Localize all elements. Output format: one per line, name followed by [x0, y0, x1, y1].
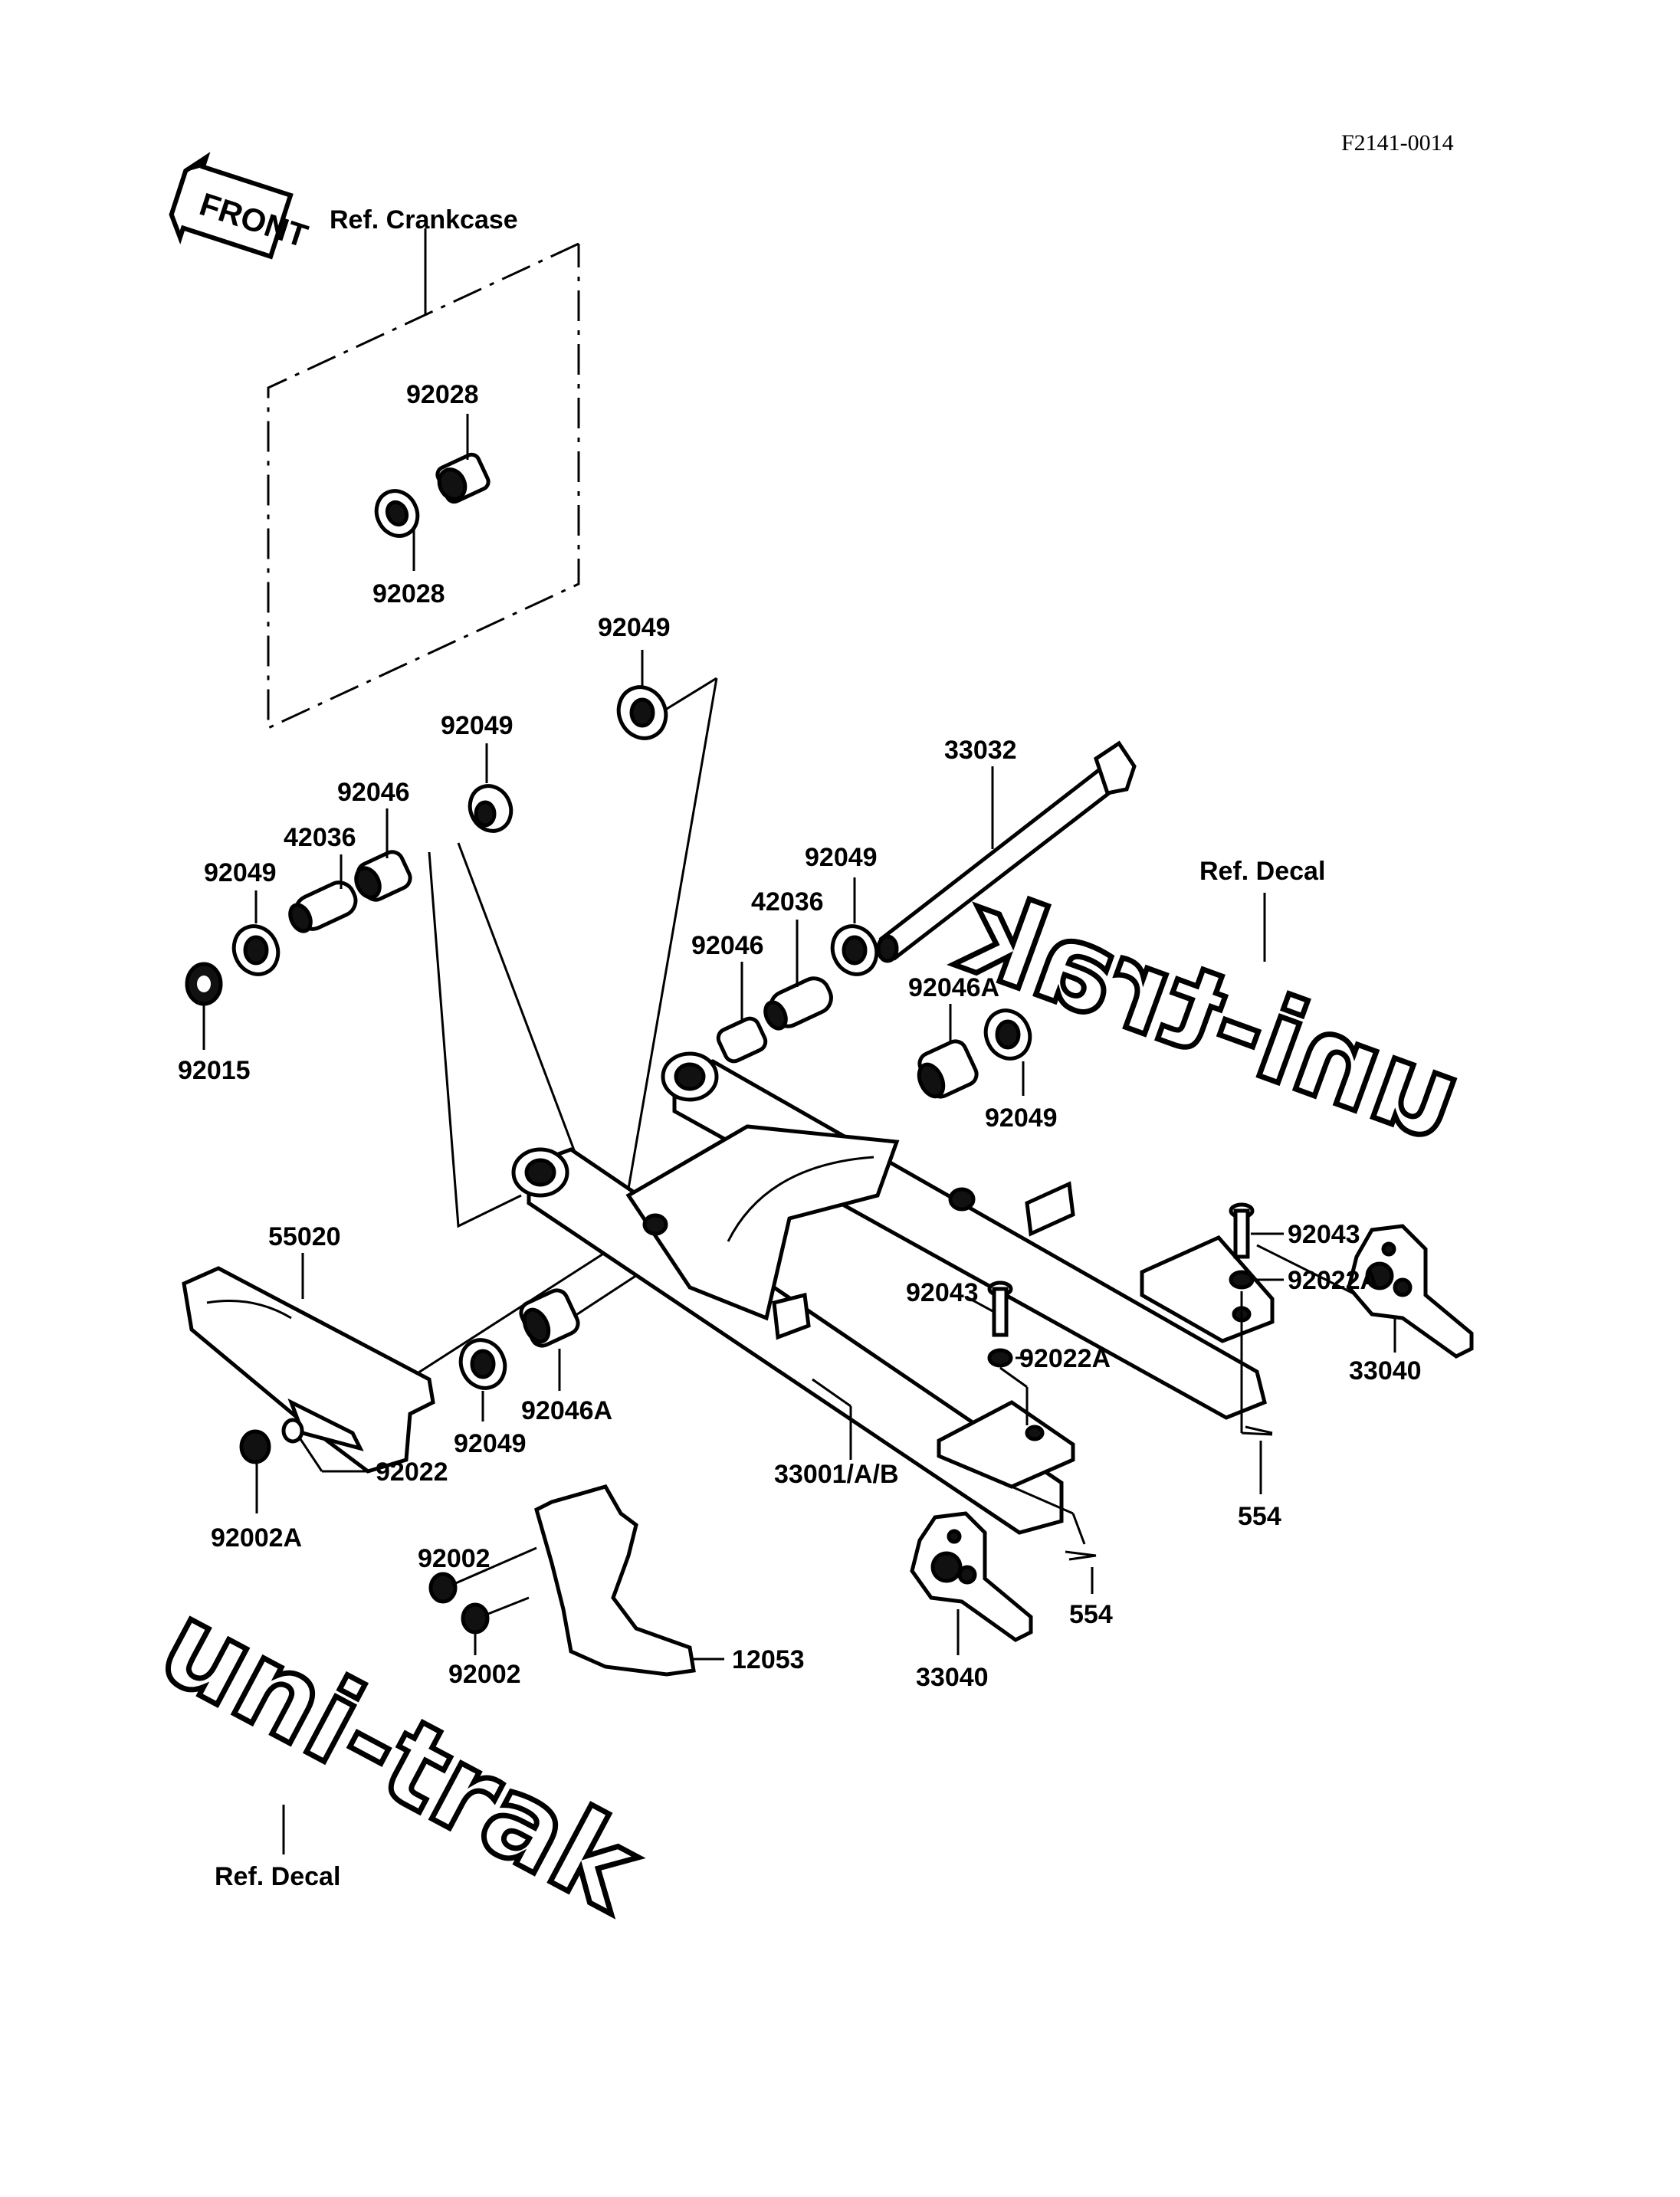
seal-92049-lower: [458, 1338, 507, 1421]
label-92028-upper: 92028: [406, 380, 479, 409]
label-92049-upper-left: 92049: [441, 711, 514, 740]
bushing-92028-upper: [435, 414, 491, 504]
seal-92049-left: [231, 890, 281, 976]
label-554-center: 554: [1069, 1600, 1113, 1629]
label-92002A: 92002A: [211, 1523, 302, 1553]
washer-92022A-center: [987, 1348, 1031, 1425]
label-92002-upper: 92002: [418, 1544, 491, 1573]
label-92002-lower: 92002: [448, 1660, 521, 1689]
crankcase-reference-box: [267, 228, 580, 730]
bearing-92046A-lower: [519, 1288, 580, 1391]
label-92049-lower: 92049: [454, 1429, 527, 1458]
drawing-code: F2141-0014: [1341, 130, 1454, 156]
bolt-92002-lower: [461, 1596, 530, 1655]
label-92022A-right: 92022A: [1288, 1266, 1379, 1295]
label-92049-top: 92049: [598, 613, 671, 642]
washer-92022A-right: [1229, 1270, 1284, 1433]
label-33032: 33032: [944, 736, 1017, 765]
label-554-right: 554: [1238, 1502, 1281, 1531]
chain-guide-55020: [182, 1253, 435, 1474]
sleeve-42036-right: [763, 920, 833, 1031]
chain-adjuster-33040-center: [910, 1485, 1074, 1655]
sleeve-42036-left: [288, 854, 358, 933]
seal-92049-upper-left: [468, 743, 514, 833]
bolt-92002-upper: [428, 1546, 537, 1604]
bearing-92046-left: [354, 808, 412, 902]
label-ref-decal-lower: Ref. Decal: [215, 1862, 340, 1891]
label-92046A-right: 92046A: [908, 973, 999, 1002]
nut-92015: [185, 962, 223, 1050]
axle-33032: [876, 740, 1137, 963]
label-42036-right: 42036: [751, 887, 824, 917]
label-55020: 55020: [268, 1222, 341, 1251]
label-33040-center: 33040: [916, 1663, 989, 1692]
front-arrow-icon: FRONT: [169, 152, 312, 260]
label-92046A-lower: 92046A: [521, 1396, 612, 1425]
label-92049-right-lower: 92049: [985, 1103, 1058, 1133]
label-92043-right: 92043: [1288, 1220, 1360, 1249]
cotter-pin-554-center: [1065, 1513, 1097, 1594]
pin-92043-right: [1229, 1202, 1284, 1259]
label-33040-right: 33040: [1349, 1356, 1422, 1385]
chain-case-12053: [534, 1484, 724, 1677]
label-92046-left: 92046: [337, 778, 410, 807]
label-92049-right-upper: 92049: [805, 843, 878, 872]
label-42036-left: 42036: [284, 823, 356, 852]
bushing-92028-lower: [374, 489, 420, 571]
label-92022A-center: 92022A: [1019, 1344, 1111, 1373]
label-92028-lower: 92028: [372, 579, 445, 608]
label-33001-A-B: 33001/A/B: [774, 1460, 899, 1489]
label-92049-left: 92049: [204, 858, 277, 887]
seal-92049-right-upper: [830, 877, 879, 976]
chain-adjuster-33040-right: [1256, 1224, 1474, 1359]
pin-92043-center: [966, 1280, 1013, 1337]
washer-92022: [281, 1418, 368, 1473]
bearing-92046-right: [716, 962, 768, 1064]
label-92046-right: 92046: [691, 931, 764, 960]
seal-92049-right-lower: [983, 1008, 1032, 1096]
label-92043-center: 92043: [906, 1278, 979, 1307]
label-ref-crankcase: Ref. Crankcase: [330, 205, 518, 234]
cotter-pin-554-right: [1241, 1425, 1273, 1494]
bolt-92002A: [239, 1429, 271, 1513]
bearing-92046A-right: [917, 1004, 979, 1099]
label-ref-decal-upper: Ref. Decal: [1199, 857, 1325, 886]
seal-92049-top: [616, 650, 668, 740]
label-92015: 92015: [178, 1056, 251, 1085]
label-12053: 12053: [732, 1645, 805, 1674]
label-92022: 92022: [376, 1458, 448, 1487]
swingarm-33001: [511, 1051, 1275, 1535]
